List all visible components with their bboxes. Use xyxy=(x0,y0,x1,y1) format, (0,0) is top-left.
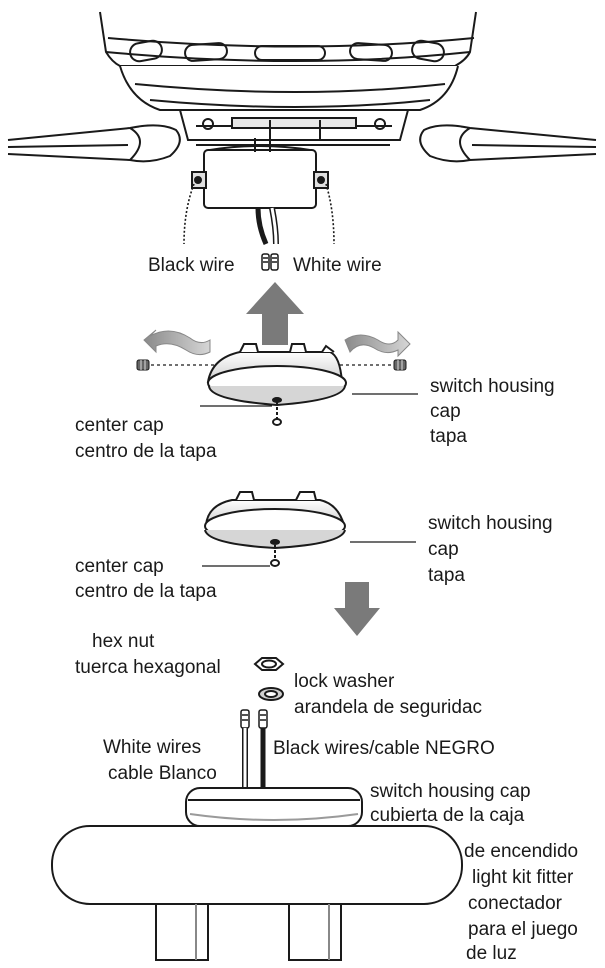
switch-housing-cap-label-3-line1: switch housing cap xyxy=(370,781,531,802)
rotate-arrow-icon xyxy=(143,329,211,356)
blade-arm-left xyxy=(7,124,181,163)
switch-housing-cap-step1 xyxy=(206,343,347,426)
switch-housing-cap-label-1-line2: cap xyxy=(430,401,461,422)
switch-housing-cap-label-3-line2: cubierta de la caja xyxy=(370,805,525,826)
black-wires-label: Black wires/cable NEGRO xyxy=(273,738,495,759)
leader-lines-step2 xyxy=(202,541,416,567)
switch-box xyxy=(191,138,390,209)
hex-nut-icon xyxy=(253,657,285,671)
lower-wire-connectors xyxy=(240,709,268,729)
box-wires xyxy=(255,207,279,246)
center-cap-label-1-line2: centro de la tapa xyxy=(75,441,217,462)
pull-chain-right xyxy=(325,183,335,245)
light-kit-fitter xyxy=(51,825,463,961)
hex-nut-label-line2: tuerca hexagonal xyxy=(75,657,221,678)
switch-housing-cap-step3 xyxy=(185,787,363,827)
lock-washer-icon xyxy=(258,687,284,701)
lock-washer-label-line1: lock washer xyxy=(294,671,395,692)
light-kit-fitter-label-line3: conectador xyxy=(468,893,563,914)
switch-housing-cap-step2 xyxy=(204,491,346,567)
center-cap-label-2-line2: centro de la tapa xyxy=(75,581,217,602)
light-kit-fitter-label-line1: de encendido xyxy=(464,841,579,862)
down-arrow-icon xyxy=(334,582,380,636)
leader-lines-step1 xyxy=(200,393,418,407)
pull-chain-left xyxy=(183,183,195,245)
screw-icon xyxy=(393,359,407,371)
light-kit-fitter-label-line4: para el juego xyxy=(468,919,578,940)
light-kit-fitter-label-line2: light kit fitter xyxy=(472,867,574,888)
center-cap-label-1-line1: center cap xyxy=(75,415,164,436)
up-arrow-icon xyxy=(246,282,304,345)
center-cap-label-2-line1: center cap xyxy=(75,556,164,577)
black-wire-label: Black wire xyxy=(148,255,235,276)
white-wires-label-line1: White wires xyxy=(103,737,202,758)
lock-washer-label-line2: arandela de seguridac xyxy=(294,697,483,718)
switch-housing-cap-label-1-line3: tapa xyxy=(430,426,467,447)
wire-connectors xyxy=(261,253,279,271)
light-kit-fitter-label-line5: de luz xyxy=(466,943,517,964)
switch-housing-cap-label-1-line1: switch housing xyxy=(430,376,555,397)
fan-motor-housing xyxy=(99,11,477,141)
hex-nut-label-line1: hex nut xyxy=(92,631,155,652)
blade-arm-right xyxy=(419,124,597,163)
white-wires-label-line2: cable Blanco xyxy=(108,763,217,784)
lower-wires xyxy=(242,728,266,790)
screw-icon xyxy=(136,359,150,371)
switch-housing-cap-label-2-line2: cap xyxy=(428,539,459,560)
rotate-arrow-icon xyxy=(344,330,411,358)
switch-housing-cap-label-2-line1: switch housing xyxy=(428,513,553,534)
switch-housing-cap-label-2-line3: tapa xyxy=(428,565,465,586)
white-wire-label: White wire xyxy=(293,255,382,276)
